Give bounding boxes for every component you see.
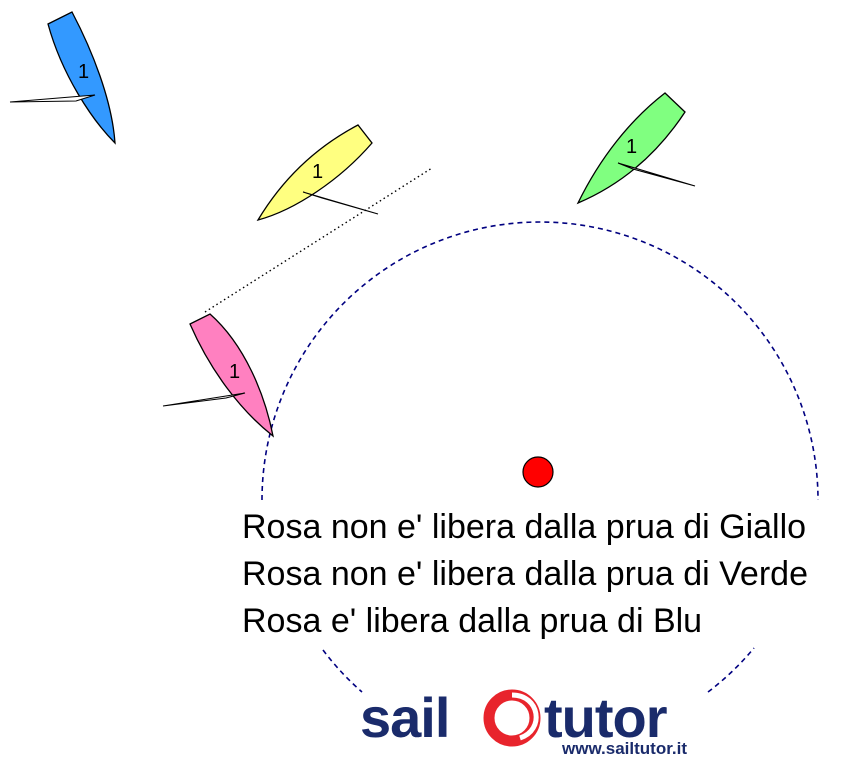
sailtutor-logo: sail tutor www.sailtutor.it [360, 686, 687, 758]
statement-blu: Rosa e' libera dalla prua di Blu [242, 602, 702, 640]
logo-url: www.sailtutor.it [561, 739, 687, 758]
boat-number: 1 [626, 136, 637, 158]
statement-verde: Rosa non e' libera dalla prua di Verde [242, 555, 808, 593]
zone-circle-upper-arc [261, 221, 819, 501]
boat-sail [162, 392, 246, 407]
boat-hull [256, 124, 373, 222]
boat-blu: 1 [9, 11, 116, 145]
mark-buoy [522, 456, 554, 488]
boat-hull [47, 11, 116, 145]
boat-hull [576, 92, 686, 205]
boat-number: 1 [229, 361, 240, 383]
boat-rosa: 1 [162, 313, 274, 438]
zone-circle-lower-left-arc [322, 649, 363, 693]
boat-hull [189, 313, 274, 438]
logo-word-right: tutor [544, 686, 667, 749]
boat-verde: 1 [576, 92, 696, 205]
boat-sail [9, 94, 96, 103]
boat-number: 1 [78, 61, 89, 83]
boat-giallo: 1 [256, 124, 379, 222]
zone-circle [261, 221, 819, 693]
boat-sail [617, 162, 696, 187]
logo-word-left: sail [360, 686, 449, 749]
zone-circle-lower-right-arc [707, 647, 755, 693]
boat-sail [302, 191, 379, 215]
boat-number: 1 [312, 161, 323, 183]
statement-giallo: Rosa non e' libera dalla prua di Giallo [242, 508, 806, 546]
logo-swirl-icon [483, 689, 541, 747]
